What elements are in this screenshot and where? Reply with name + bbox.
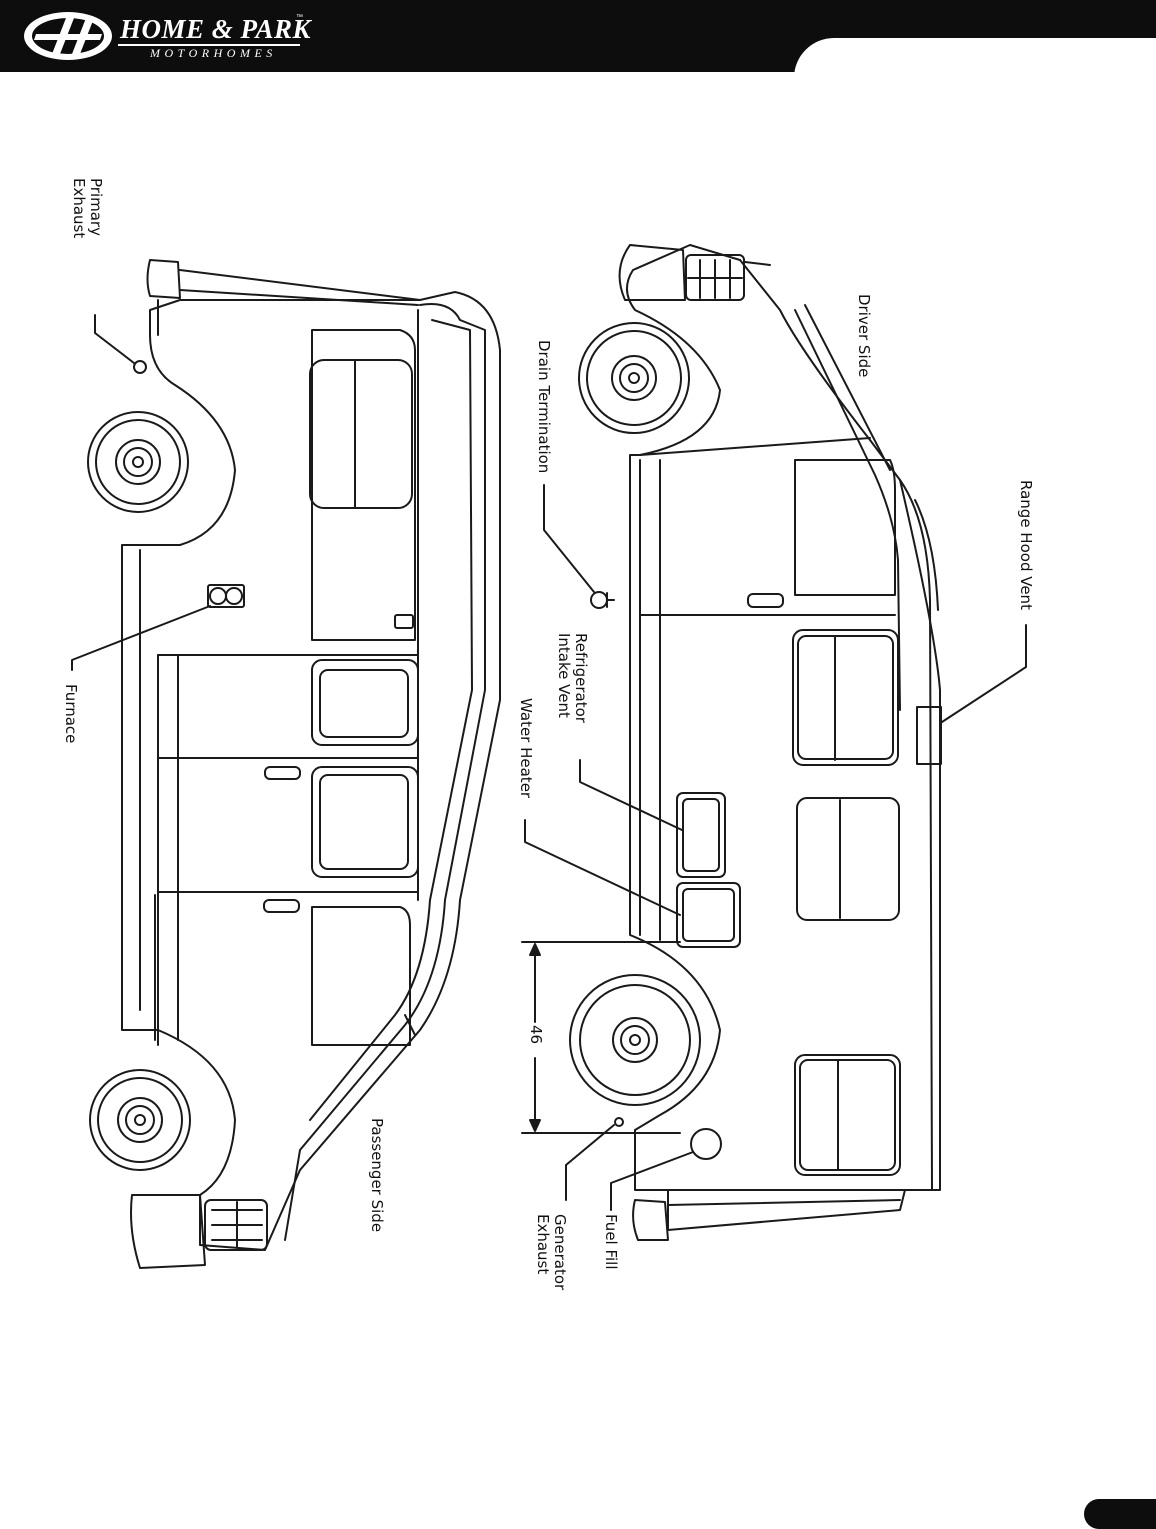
label-range-hood-vent: Range Hood Vent: [1017, 480, 1035, 610]
header-tab-shape: [794, 38, 1156, 78]
label-primary-exhaust: Primary Exhaust: [70, 178, 105, 239]
range-hood-vent-leader: [941, 624, 1027, 723]
label-dimension-46: 46: [527, 1025, 545, 1045]
brand-underline: [118, 44, 300, 46]
dimension-46-line: [521, 941, 681, 1134]
furnace-leader: [71, 605, 211, 671]
label-drain-termination: Drain Termination: [535, 340, 553, 474]
label-water-heater: Water Heater: [517, 698, 535, 799]
driver-side-van: [569, 244, 942, 1241]
page-number-badge: [1084, 1499, 1156, 1529]
passenger-side-van: [87, 259, 501, 1269]
label-passenger-side: Passenger Side: [368, 1118, 386, 1233]
label-refrigerator-intake-vent: Refrigerator Intake Vent: [555, 633, 590, 723]
home-park-logo-icon: [24, 12, 112, 60]
passenger-van-body: [121, 291, 501, 1251]
label-fuel-fill: Fuel Fill: [602, 1214, 620, 1270]
brand-subtitle: MOTORHOMES: [150, 46, 277, 60]
brand-name: HOME & PARK: [120, 14, 312, 44]
label-generator-exhaust: Generator Exhaust: [534, 1214, 569, 1291]
primary-exhaust-leader: [94, 314, 135, 364]
label-furnace: Furnace: [62, 684, 80, 744]
brand-trademark: ™: [296, 14, 303, 21]
drain-termination-leader: [543, 484, 595, 593]
page-header: HOME & PARK ™ MOTORHOMES: [0, 0, 1156, 78]
label-driver-side: Driver Side: [855, 294, 873, 378]
water-heater-leader: [524, 819, 681, 916]
driver-van-body: [626, 244, 941, 1191]
generator-exhaust-leader: [565, 1124, 615, 1201]
fuel-fill-leader: [610, 1151, 694, 1211]
refrigerator-vent-leader: [579, 759, 683, 831]
